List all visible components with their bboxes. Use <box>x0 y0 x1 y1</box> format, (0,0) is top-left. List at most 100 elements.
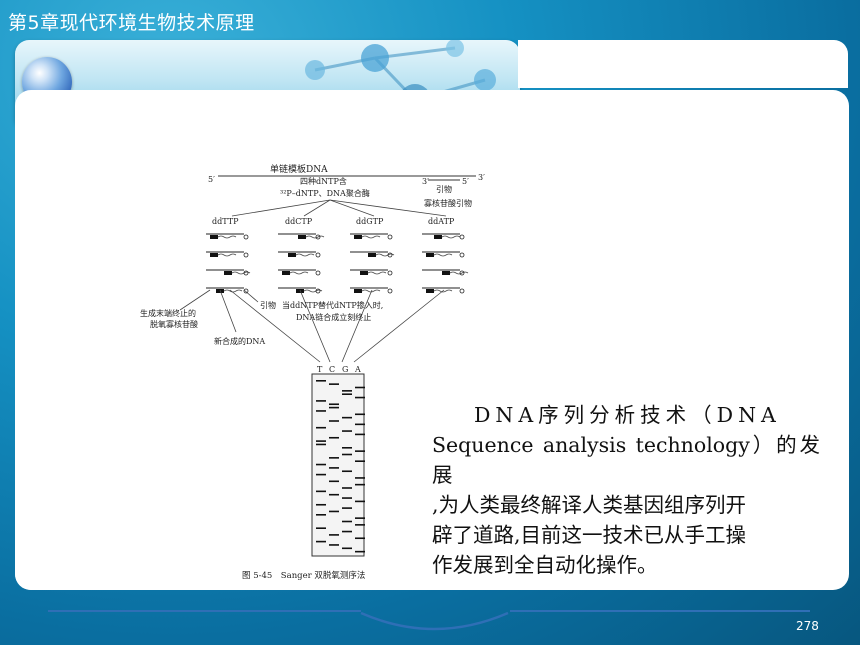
footer-arc-decoration <box>360 611 509 631</box>
synthesized-strand <box>361 235 381 239</box>
primer-block <box>288 253 296 257</box>
text-line-3: ,为人类最终解译人类基因组序列开 <box>432 493 747 517</box>
template-label: 单链模板DNA <box>270 163 328 175</box>
gel-band <box>316 426 326 429</box>
gel-band <box>342 530 352 533</box>
terminator-end <box>243 270 249 276</box>
gel-band <box>329 493 339 496</box>
gel-band <box>329 436 339 439</box>
terminator-end <box>243 252 249 258</box>
gel-band <box>316 490 326 493</box>
header-right-panel <box>518 40 848 88</box>
page-number: 278 <box>796 619 819 633</box>
primer-block <box>442 271 450 275</box>
sanger-sequencing-diagram: 单链模板DNA 5′ 3′ 3′ 5′ 四种dNTP含 ³²P–dNTP、DNA… <box>140 163 485 581</box>
gel-band <box>316 514 326 516</box>
synthesized-strand <box>433 253 453 257</box>
primer-five: 5′ <box>462 177 469 186</box>
primer-block <box>210 235 218 239</box>
gel-band <box>316 540 326 543</box>
gel-band <box>342 547 352 550</box>
gel-band <box>355 537 365 540</box>
gel-lane-g: G <box>342 365 348 374</box>
gel-band <box>355 423 365 426</box>
terminator-end <box>387 270 393 276</box>
slide-title: 第5章现代环境生物技术原理 <box>8 12 255 34</box>
lane-label-t: ddTTP <box>212 217 239 226</box>
gel-band <box>329 534 339 536</box>
primer-block <box>224 271 232 275</box>
gel-band <box>355 396 365 399</box>
gel-band <box>342 393 352 395</box>
gel-band <box>355 450 365 452</box>
synthesized-strand <box>449 271 469 275</box>
gel-band <box>355 433 365 436</box>
primer-block <box>360 271 368 275</box>
annotation-stop-line1: 当ddNTP替代dNTP掺入时, <box>282 300 383 310</box>
lane-label-a: ddATP <box>428 217 455 226</box>
annotation-left-line2: 脱氧寡核苷酸 <box>150 319 198 329</box>
terminator-end <box>243 234 249 240</box>
primer-three: 3′ <box>422 177 429 186</box>
terminator-end <box>315 234 321 240</box>
gel-band <box>329 480 339 483</box>
synthesized-strand <box>223 289 243 293</box>
five-prime-left: 5′ <box>208 175 215 184</box>
text-line-4: 辟了道路,目前这一技术已从手工操 <box>432 523 747 547</box>
gel-band <box>329 544 339 546</box>
oligo-primer-label: 寡核苷酸引物 <box>424 198 472 208</box>
synthesized-strand <box>433 289 453 293</box>
gel-lane-c: C <box>329 365 335 374</box>
gel-band <box>316 463 326 466</box>
terminator-end <box>387 252 393 258</box>
gel-band <box>342 430 352 432</box>
primer-block <box>426 253 434 257</box>
annotation-new-dna: 新合成的DNA <box>214 336 265 346</box>
footer-divider-right <box>510 610 810 612</box>
terminator-end <box>243 288 249 294</box>
gel-band <box>316 440 326 442</box>
primer-label: 引物 <box>436 184 452 194</box>
gel-band <box>342 470 352 473</box>
primer-block <box>434 235 442 239</box>
gel-band <box>342 416 352 419</box>
primer-block <box>354 289 362 293</box>
figure-caption: 图 5-45 Sanger 双脱氧测序法 <box>242 570 365 581</box>
synthesized-strand <box>231 271 251 275</box>
gel-band <box>316 400 326 402</box>
annotation-stop-line2: DNA链合成立刻终止 <box>296 312 371 322</box>
lane-label-g: ddGTP <box>356 217 384 226</box>
gel-band <box>355 500 365 503</box>
primer-block <box>298 235 306 239</box>
text-line-2: Sequence analysis technology）的发展 <box>432 433 820 487</box>
fragment-grid <box>206 233 469 294</box>
gel-bands <box>316 380 365 553</box>
terminator-end <box>459 270 465 276</box>
text-line-1: DNA序列分析技术（DNA <box>474 403 781 427</box>
gel-band <box>329 510 339 513</box>
gel-band <box>316 473 326 476</box>
gel-band <box>316 443 326 446</box>
gel-band <box>342 390 352 392</box>
gel-band <box>316 410 326 412</box>
synthesized-strand <box>217 253 237 257</box>
gel-band <box>355 517 365 519</box>
gel-band <box>316 503 326 506</box>
synthesized-strand <box>217 235 237 239</box>
terminator-end <box>315 252 321 258</box>
primer-block <box>354 235 362 239</box>
synthesized-strand <box>305 235 325 239</box>
gel-band <box>355 524 365 526</box>
reagents-line1: 四种dNTP含 <box>300 176 347 186</box>
gel-band <box>329 383 339 385</box>
primer-block <box>426 289 434 293</box>
gel-band <box>329 467 339 469</box>
synthesized-strand <box>441 235 461 239</box>
gel-band <box>355 477 365 479</box>
text-line-5: 作发展到全自动化操作。 <box>432 553 658 577</box>
terminator-end <box>315 270 321 276</box>
primer-block <box>368 253 376 257</box>
description-paragraph: DNA序列分析技术（DNA Sequence analysis technolo… <box>432 400 820 580</box>
annotation-left-line1: 生成末端终止的 <box>140 308 196 318</box>
gel-band <box>329 420 339 422</box>
